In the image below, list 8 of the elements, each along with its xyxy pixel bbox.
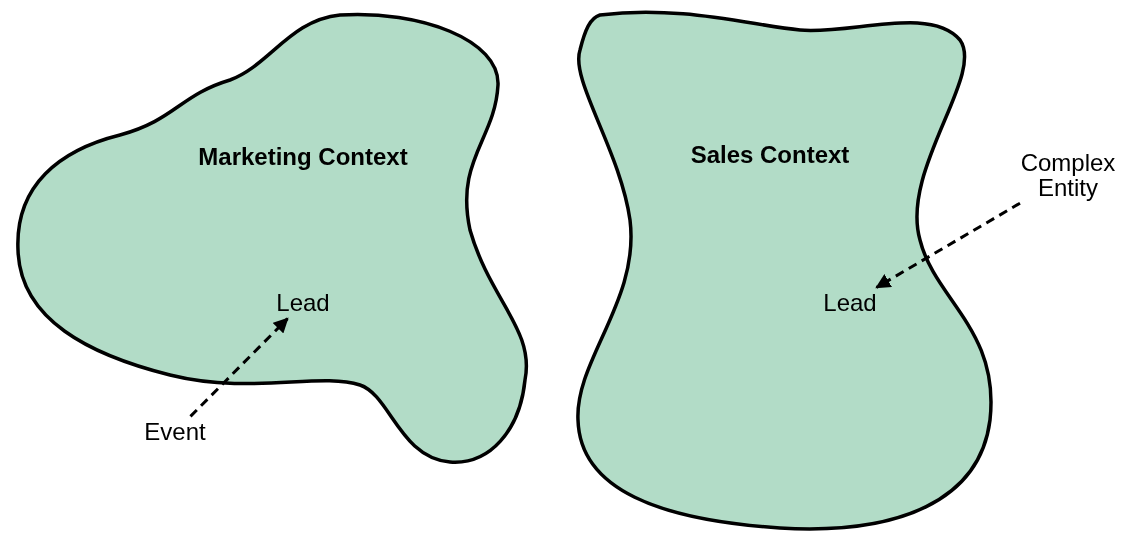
- entity-label: Lead: [823, 290, 877, 316]
- context-title: Marketing Context: [198, 142, 408, 172]
- entity-label: Complex Entity: [1020, 149, 1116, 201]
- dashed-arrow: [875, 201, 1021, 289]
- context-title: Sales Context: [690, 140, 850, 170]
- dashed-arrow: [189, 317, 289, 418]
- entity-label: Lead: [276, 290, 330, 316]
- event-label: Event: [144, 419, 206, 445]
